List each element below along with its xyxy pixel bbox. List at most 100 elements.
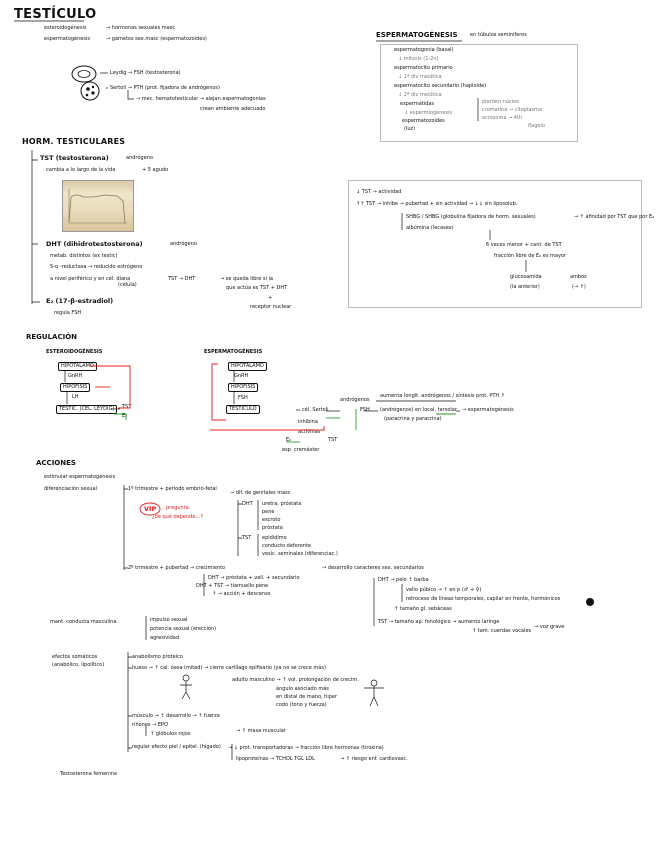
actions-tst-item: vesíc. seminales (diferenciac.) [262, 551, 338, 557]
actions-title: ACCIONES [36, 459, 76, 467]
reg-left-box: TESTÍC. (CEL. LEYDIG) [56, 405, 118, 414]
actions-t1: 1º trimestre + período embrio-fetal [128, 486, 217, 492]
reg-left-label: E₂ [122, 413, 128, 419]
actions-s7: músculo → ↑ desarrollo → ↑ fuerza [132, 713, 220, 719]
actions-s4: ángulo asociado más [276, 686, 329, 692]
actions-t3c: retroceso de líneas temporales, capilar … [406, 596, 561, 602]
actions-dht-item: uretra, próstata [262, 501, 302, 507]
reg-right-label: FSH [238, 395, 248, 401]
intro-line1-a: esteroidogénesis [44, 25, 87, 31]
actions-s11: regular efecto piel / epitel. (hígado) [132, 744, 221, 750]
actions-conduct-3: agresividad [150, 635, 180, 641]
reg-andro: andrógenos [340, 397, 370, 403]
actions-t3b: vello púbico → ↑ en p (♂ + ♀) [406, 587, 482, 593]
spermato-side: cromatina → citoplasma [482, 107, 542, 113]
actions-soma: efectos somáticos [52, 654, 98, 660]
spermato-subtitle: en túbulos seminíferos [470, 32, 527, 38]
horm-dht-5: → se queda libre si la [220, 276, 273, 282]
intro-line1-b: → hormonas sexuales masc [106, 25, 176, 31]
actions-t2: 2º trimestre + pubertad → crecimiento [128, 565, 226, 571]
reg-left-label: TST [122, 404, 132, 410]
actions-t2c: ↑ → acción + descenso [212, 591, 271, 597]
intro-leydig: Leydig → FSH (testosterona) [110, 70, 181, 76]
horm-dht-3b: (célula) [118, 282, 137, 288]
reg-sertoli: cél. Sertoli [302, 407, 329, 413]
horm-dht-6: que actúa es TST + DHT [226, 285, 288, 291]
panel-line: albúmina (lecasex) [406, 225, 454, 231]
panel-line: glucosamida [510, 274, 542, 280]
horm-e2: E₂ (17-β-estradiol) [46, 297, 114, 305]
reg-right-label: GnRH [234, 373, 249, 379]
actions-t3g: → voz grave [534, 624, 565, 630]
spermato-step: ↓ espermiogénesis [404, 110, 453, 116]
actions-t3f: ↑ tam. cuerdas vocales [472, 628, 532, 634]
horm-e2-1: regula FSH [54, 310, 82, 316]
reg-sperm-3: → espermatogénesis [462, 407, 514, 413]
actions-s13: lipoproteínas → TCHOL TGL LDL [236, 756, 315, 762]
panel-line: ambos [570, 274, 587, 280]
horm-dht-4: TST → DHT [168, 276, 196, 282]
spermato-side: acrosoma → 4th [482, 115, 523, 121]
panel-line: → ↑ afinidad por TST que por E₂ [574, 214, 655, 220]
horm-dht-7: + [268, 295, 273, 301]
horm-dht-1: metab. distintos (ex testic) [50, 253, 118, 259]
horm-dht: DHT (dihidrotestosterona) [46, 240, 143, 248]
horm-dht-3: a nivel periférico y en cél. diana [50, 276, 131, 282]
actions-s2: hueso → ↑ cal. ósea (mitad) → cierre car… [132, 665, 326, 671]
actions-conduct-1: impulso sexual [150, 617, 188, 623]
actions-dif: diferenciación sexual [44, 486, 97, 492]
actions-t1b: → dif. de genitales masc [230, 490, 291, 496]
actions-tst-item: conducto deferente [262, 543, 311, 549]
intro-line2-b: → gametos sex.masc (espermatozoides) [106, 36, 207, 42]
actions-dht-item: pene [262, 509, 275, 515]
spermato-step: (luz) [404, 126, 416, 132]
actions-tst-label: TST [242, 535, 252, 541]
reg-left-box: HIPÓFISIS [60, 383, 91, 392]
spermato-title: ESPERMATOGÉNESIS [376, 31, 458, 39]
actions-t2a: DHT → próstata + vell. + secundario [208, 575, 300, 581]
reg-inhibina: inhibina [298, 419, 318, 425]
reg-fsh: FSH [360, 407, 370, 413]
panel-line: 6 veces menor + cant. de TST [486, 242, 562, 248]
vip-question-2: ¿de qué depende...? [152, 514, 203, 520]
reg-left-box: HIPOTÁLAMO [58, 362, 97, 371]
intro-sertoli-3: crean ambiente adecuado [200, 106, 266, 112]
reg-e2: E₂ [286, 437, 292, 443]
panel-line: ↑↑ TST → inhibe → pubertad + sin activid… [356, 201, 518, 207]
spermato-step: espermátidas [400, 101, 435, 107]
testis-cell-diagram [71, 65, 100, 101]
reg-top-note: aumenta longit. andrógenos / síntesis pr… [380, 393, 505, 399]
actions-s3: adulto masculino → ↑ vol. prolongación d… [232, 677, 359, 683]
spermato-step: ↓ 1ª div meiótica [398, 74, 442, 80]
reg-left-title: ESTEROIDOGÉNESIS [46, 349, 103, 355]
horm-tst-line2: + 5 agudo [142, 167, 169, 173]
panel-line: SHBG / SHBG (globulina fijadora de horm.… [406, 214, 536, 220]
reg-left-label: LH [72, 394, 79, 400]
reg-esp: esp. cremáster [282, 447, 320, 453]
spermato-step: ↓ 2ª div meiótica [398, 92, 442, 98]
horm-dht-note: andrógeno [170, 241, 197, 247]
reg-activinas: activinas [298, 429, 321, 435]
actions-t2b: DHT + TST → tiamuello pene [196, 583, 269, 589]
horm-tst: TST (testosterona) [40, 154, 109, 162]
reg-right-box: HIPOTÁLAMO [228, 362, 267, 371]
actions-tst-item: epidídimo [262, 535, 287, 541]
spermato-step: espermatozoides [402, 118, 445, 124]
actions-dht-label: DHT [242, 501, 253, 507]
actions-t2d: → desarrollo caracteres sex. secundarios [322, 565, 424, 571]
actions-l0: estimular espermatogénesis [44, 474, 116, 480]
horm-title: HORM. TESTICULARES [22, 137, 126, 146]
panel-line: (→ ↑) [572, 284, 586, 290]
spermato-step: espermatocito primario [394, 65, 453, 71]
actions-s10: → ↑ masa muscular [236, 728, 286, 734]
actions-t3a: DHT → pelo ↑ barba [378, 577, 429, 583]
actions-s6: codo (tono y fuerza) [276, 702, 327, 708]
reg-tst: TST [328, 437, 338, 443]
horm-dht-8: receptor nuclear [250, 304, 292, 310]
panel-line: (la anterior) [510, 284, 540, 290]
actions-conduct: mant. conducta masculina [50, 619, 117, 625]
actions-s5: en distal de mano, hiper [276, 694, 338, 700]
transport-panel [348, 180, 642, 308]
actions-s9: ↑ glóbulos rojos [150, 731, 191, 737]
